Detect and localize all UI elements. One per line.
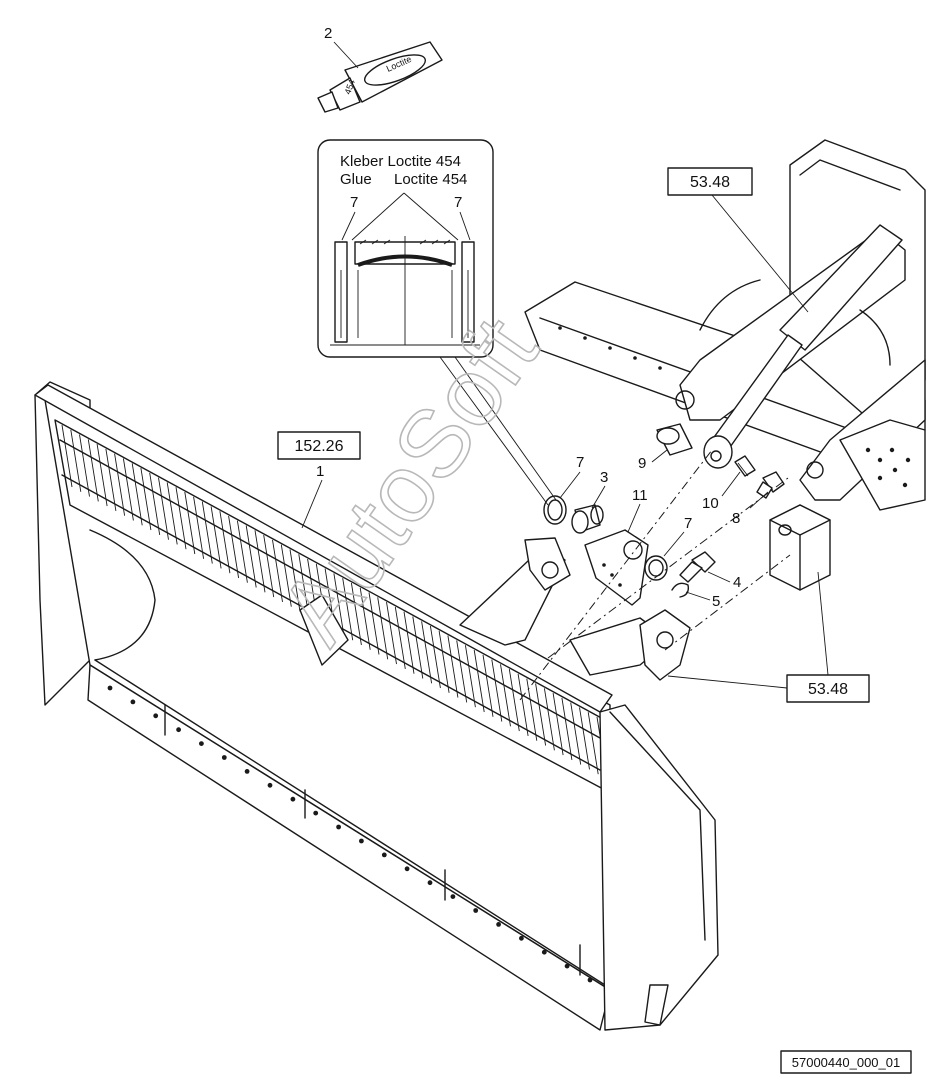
ring-7b — [644, 555, 668, 581]
bolt-hole — [244, 769, 250, 774]
label-part-3: 3 — [600, 469, 608, 486]
bolt-hole — [130, 699, 136, 705]
blade-assembly — [34, 381, 719, 1031]
label-part-4: 4 — [733, 574, 741, 591]
ref-53-48-bottom: 53.48 — [808, 681, 848, 698]
part-labels: 2 1 7 3 11 9 7 10 8 4 5 — [301, 25, 769, 610]
bolt-hole — [519, 935, 524, 941]
bolt-hole — [427, 880, 433, 886]
reference-labels: 152.26 53.48 53.48 — [277, 167, 870, 703]
clamp-block — [769, 504, 831, 591]
bolt-hole — [359, 838, 364, 844]
ring-7a — [543, 495, 567, 525]
loctite-tube: Loctite 454 — [317, 41, 443, 113]
bolt-hole — [541, 949, 547, 955]
label-part-10: 10 — [702, 495, 719, 512]
label-part-2: 2 — [324, 25, 332, 42]
bolt-hole — [313, 810, 319, 816]
bolt-hole — [381, 852, 387, 858]
bolt-hole — [336, 824, 341, 830]
support-arms — [459, 537, 691, 681]
bracket-11 — [584, 529, 649, 606]
bolt-hole — [199, 741, 204, 746]
detail-callout: Kleber Loctite 454 Glue Loctite 454 7 7 — [317, 139, 557, 506]
label-part-11: 11 — [632, 487, 648, 504]
detail-item-left: 7 — [350, 194, 358, 211]
bolt-hole — [450, 894, 456, 899]
bolt-hole — [221, 755, 227, 760]
cutting-edge-bolt-holes — [107, 685, 593, 983]
bolt-hole — [473, 908, 479, 913]
bolt-hole — [290, 796, 296, 802]
bolt-hole — [176, 727, 182, 733]
label-part-5: 5 — [712, 593, 720, 610]
bolt-8 — [756, 471, 785, 499]
label-part-7a: 7 — [576, 454, 584, 471]
document-id: 57000440_000_01 — [792, 1055, 900, 1070]
ref-152-26: 152.26 — [295, 438, 344, 455]
label-part-7b: 7 — [684, 515, 692, 532]
label-part-8: 8 — [732, 510, 740, 527]
bolt-hole — [587, 977, 593, 983]
bolt-hole — [564, 963, 570, 969]
assembly-axes — [519, 449, 791, 701]
bolt-4 — [679, 551, 716, 583]
pin-9 — [656, 423, 693, 456]
bolt-hole — [153, 713, 159, 719]
clip-5 — [671, 582, 690, 598]
document-id-box: 57000440_000_01 — [780, 1050, 912, 1074]
detail-line-1: Kleber Loctite 454 — [340, 153, 461, 170]
bolt-hole — [107, 685, 113, 691]
detail-item-right: 7 — [454, 194, 462, 211]
detail-line-2b: Loctite 454 — [394, 171, 467, 188]
label-part-1: 1 — [316, 463, 324, 480]
hydraulic-cylinder — [703, 224, 903, 469]
bolt-hole — [496, 922, 501, 927]
fitting-10 — [734, 455, 756, 477]
tube-code-text: 454 — [342, 78, 357, 96]
ref-53-48-top: 53.48 — [690, 174, 730, 191]
detail-line-2a: Glue — [340, 171, 372, 188]
bolt-hole — [267, 782, 273, 788]
bolt-hole — [404, 866, 410, 872]
bushing-3 — [571, 504, 604, 534]
label-part-9: 9 — [638, 455, 646, 472]
